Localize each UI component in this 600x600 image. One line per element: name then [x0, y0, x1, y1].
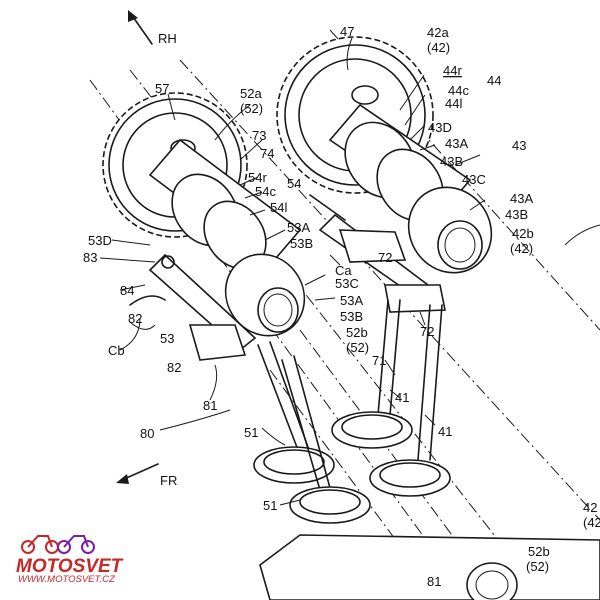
leader-lines [99, 37, 600, 506]
left-valves [253, 341, 371, 524]
label-42b: 42b [512, 226, 534, 241]
left-camshaft [148, 138, 306, 337]
label-cb: Cb [108, 343, 125, 358]
label-53D: 53D [88, 233, 112, 248]
label-43A-2: 43A [510, 191, 533, 206]
right-camshaft [328, 103, 493, 274]
label-47: 47 [340, 24, 354, 39]
label-54: 54 [287, 176, 301, 191]
label-71: 71 [372, 353, 386, 368]
watermark: MOTOSVET WWW.MOTOSVET.CZ [16, 535, 124, 585]
motorcycle-logo-icon [21, 535, 95, 554]
label-44: 44 [487, 73, 501, 88]
label-52b-lower-p: (52) [526, 559, 549, 574]
arrow-rh-icon [128, 10, 153, 45]
label-80: 80 [140, 426, 154, 441]
label-81-1: 81 [203, 398, 217, 413]
label-72-1: 72 [378, 250, 392, 265]
label-fr: FR [160, 473, 177, 488]
label-53C: 53C [335, 276, 359, 291]
label-43A-1: 43A [445, 136, 468, 151]
label-43B-2: 43B [505, 207, 528, 222]
label-44l: 44l [445, 96, 462, 111]
label-42a-p: (42) [427, 40, 450, 55]
label-53A-1: 53A [287, 220, 310, 235]
right-valves [331, 299, 451, 497]
label-42a: 42a [427, 25, 449, 40]
label-42-edge: 42 [583, 500, 597, 515]
label-51-1: 51 [244, 425, 258, 440]
lower-shaft [259, 534, 600, 600]
label-52b-p: (52) [346, 340, 369, 355]
label-57: 57 [155, 81, 169, 96]
label-53B-2: 53B [340, 309, 363, 324]
label-72-2: 72 [420, 324, 434, 339]
label-ca: Ca [335, 263, 352, 278]
label-54l: 54l [270, 200, 287, 215]
label-44r: 44r [443, 63, 462, 78]
label-42-edge-p: (42 [583, 515, 600, 530]
label-53B-1: 53B [290, 236, 313, 251]
label-53: 53 [160, 331, 174, 346]
label-52a-p: (52) [240, 101, 263, 116]
label-41-2: 41 [438, 424, 452, 439]
label-52a: 52a [240, 86, 262, 101]
label-42b-p: (42) [510, 241, 533, 256]
label-54c: 54c [255, 184, 276, 199]
label-43: 43 [512, 138, 526, 153]
label-51-2: 51 [263, 498, 277, 513]
label-52b: 52b [346, 325, 368, 340]
label-74: 74 [260, 146, 274, 161]
label-43D: 43D [428, 120, 452, 135]
label-44c: 44c [448, 83, 469, 98]
label-43B-1: 43B [440, 154, 463, 169]
label-81-2: 81 [427, 574, 441, 589]
arrow-fr-icon [116, 463, 159, 484]
label-84: 84 [120, 283, 134, 298]
label-41-1: 41 [395, 390, 409, 405]
watermark-url: WWW.MOTOSVET.CZ [18, 574, 116, 585]
label-54r: 54r [248, 170, 267, 185]
label-rh: RH [158, 31, 177, 46]
part-labels: RH FR 47 42a (42) 44r 44 44c 44l 43D 43A… [83, 24, 600, 589]
label-73: 73 [252, 128, 266, 143]
label-43C-1: 43C [462, 172, 486, 187]
watermark-name: MOTOSVET [16, 556, 124, 577]
label-53A-2: 53A [340, 293, 363, 308]
label-83: 83 [83, 250, 97, 265]
label-82-1: 82 [128, 311, 142, 326]
left-rocker-assembly [129, 253, 257, 361]
label-82-2: 82 [167, 360, 181, 375]
label-52b-lower: 52b [528, 544, 550, 559]
